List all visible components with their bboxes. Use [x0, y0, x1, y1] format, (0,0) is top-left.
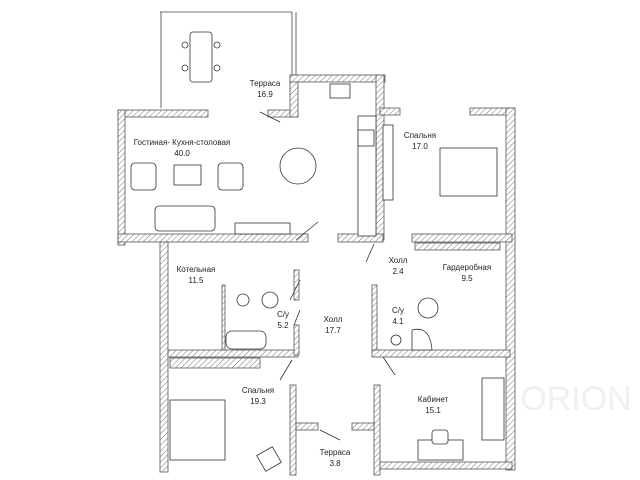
living-furniture [130, 83, 377, 237]
door-swings [259, 111, 396, 441]
room-name: С/у [277, 310, 289, 319]
room-hall-17-7: Холл 17.7 [324, 315, 343, 335]
room-area: 3.8 [329, 459, 341, 468]
room-name: Терраса [250, 79, 281, 88]
room-boiler: Котельная 11.5 [177, 265, 216, 285]
room-name: Гардеробная [443, 263, 491, 272]
room-name: Холл [324, 315, 343, 324]
room-area: 2.4 [392, 267, 404, 276]
room-area: 11.5 [189, 276, 205, 285]
room-terrace-16-9: Терраса 16.9 [250, 79, 281, 99]
room-area: 9.5 [461, 274, 473, 283]
room-name: Спальня [404, 131, 436, 140]
terrace-upper-outline [160, 11, 297, 108]
room-area: 17.0 [412, 142, 428, 151]
room-area: 4.1 [392, 317, 404, 326]
room-living-kitchen: Гостиная- Кухня-столовая 40.0 [134, 138, 231, 158]
bed-bedroom-17 [382, 124, 498, 201]
room-hall-2-4: Холл 2.4 [389, 256, 408, 276]
room-name: Кабинет [418, 395, 449, 404]
room-bathroom-5-2: С/у 5.2 [277, 310, 289, 330]
room-name: Котельная [177, 265, 216, 274]
room-area: 15.1 [425, 406, 441, 415]
room-name: С/у [392, 306, 404, 315]
room-area: 40.0 [174, 149, 190, 158]
room-name: Холл [389, 256, 408, 265]
terrace-dining-table [181, 31, 221, 83]
room-area: 17.7 [325, 326, 341, 335]
room-bedroom-19-3: Спальня 19.3 [242, 386, 274, 406]
room-name: Спальня [242, 386, 274, 395]
room-name: Терраса [320, 448, 351, 457]
lower-furniture [169, 377, 505, 472]
room-office: Кабинет 15.1 [418, 395, 449, 415]
room-area: 5.2 [277, 321, 289, 330]
room-wardrobe: Гардеробная 9.5 [443, 263, 491, 283]
room-bedroom-17: Спальня 17.0 [404, 131, 436, 151]
room-bathroom-4-1: С/у 4.1 [392, 306, 404, 326]
bathroom-fixtures [225, 291, 439, 351]
room-name: Гостиная- Кухня-столовая [134, 138, 231, 147]
room-terrace-3-8: Терраса 3.8 [320, 448, 351, 468]
watermark: ORION [520, 380, 631, 418]
room-area: 16.9 [257, 90, 273, 99]
room-area: 19.3 [250, 397, 266, 406]
